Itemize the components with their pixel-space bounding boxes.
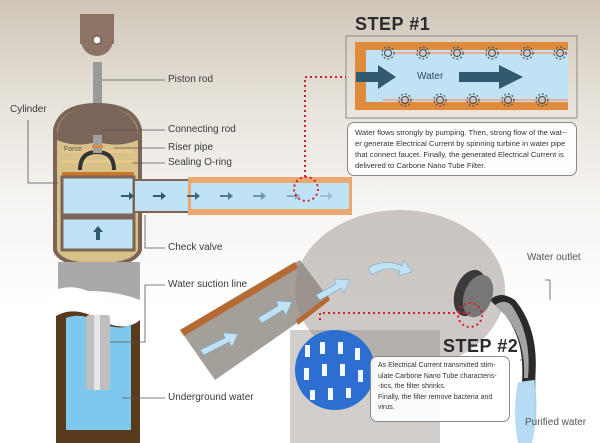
step2-title: STEP #2 [443,336,519,356]
gear-icon [522,48,532,58]
gear-teeth-icon [520,46,534,60]
faucet [453,269,536,382]
step2-pipe [180,260,330,380]
pulley-icon [80,14,114,56]
step1-water-label: Water [417,71,444,82]
gear-teeth-icon [535,93,549,107]
current-lines [383,52,568,101]
label-sealing-o-ring: Sealing O-ring [168,157,232,168]
gear-icon [383,48,393,58]
gear-teeth-icon [433,93,447,107]
purified-water-stream [515,380,537,443]
gear-teeth-icon [553,46,567,60]
step1-title: STEP #1 [355,14,431,34]
gear-teeth-icon [501,93,515,107]
piston-rod [93,62,102,110]
step2-description: As Electrical Current transmitted stim- … [370,356,510,422]
highlight-connectors [293,76,483,328]
gear-teeth-icon [485,46,499,60]
gear-icon [418,48,428,58]
up-arrow-icon [93,226,103,240]
step1-description: Water flows strongly by pumping. Then, s… [347,122,577,176]
gear-teeth-icon [398,93,412,107]
step2-line: -tics, the filter shrinks. [378,383,446,390]
gear-icon [487,48,497,58]
label-cylinder: Cylinder [10,104,47,115]
gear-teeth-icon [450,46,464,60]
flow-arrows [121,192,333,200]
gear-icon [555,48,565,58]
gear-teeth-icon [466,93,480,107]
step2-line: Finally, the filter remove bacteria and [378,393,493,401]
label-underground-water: Underground water [168,392,254,403]
label-force: Force [64,146,82,153]
pipe-flow-arrows [199,259,413,356]
cylinder-cap [56,106,139,145]
carbon-nanotube-filter-closeup [295,330,375,410]
step2-line: As Electrical Current transmitted stim- [378,362,496,369]
label-water-suction-line: Water suction line [168,279,248,290]
turbine-gears [381,46,567,107]
gear-icon [435,95,445,105]
gear-teeth-icon [381,46,395,60]
sealing-o-ring [62,172,134,176]
gear-icon [537,95,547,105]
gear-icon [452,48,462,58]
step2-line: virus. [378,404,395,411]
gear-icon [503,95,513,105]
connecting-rod [93,135,102,153]
label-water-outlet: Water outlet [527,252,581,263]
label-riser-pipe: Riser pipe [168,142,214,153]
label-piston-rod: Piston rod [168,74,214,85]
step1-water-arrows [356,65,523,89]
gear-icon [400,95,410,105]
gear-icon [468,95,478,105]
gear-teeth-icon [416,46,430,60]
label-connecting-rod: Connecting rod [168,124,236,135]
label-check-valve: Check valve [168,242,223,253]
filter-housing [295,210,505,370]
step2-line: ulate Carbone Nano Tube characteris- [378,372,497,380]
label-purified-water: Purified water [525,417,587,428]
